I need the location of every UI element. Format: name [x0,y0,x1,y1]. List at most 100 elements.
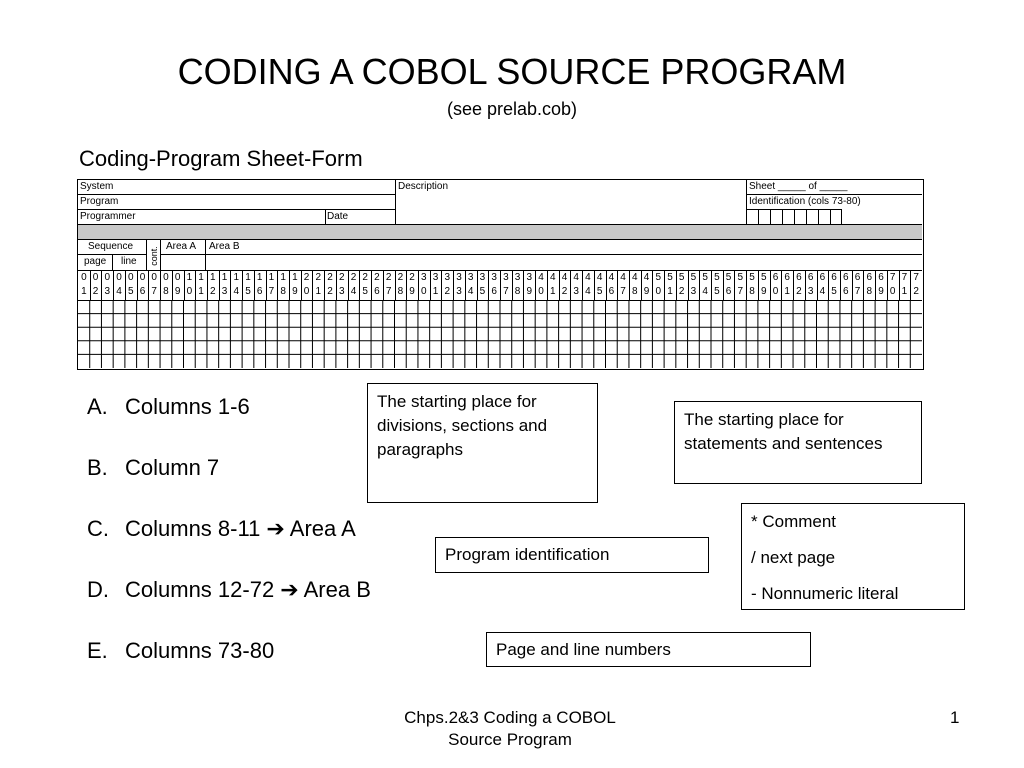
column-number: 1 0 [184,271,196,299]
column-number-label: 4 1 [549,272,556,297]
area-b-callout: The starting place for statements and se… [674,401,922,484]
column-divider [558,271,560,300]
column-number-label: 3 0 [421,272,427,297]
column-number: 1 4 [230,271,242,299]
column-number: 3 2 [441,271,453,299]
column-number-label: 5 7 [737,272,744,297]
column-divider [593,271,595,300]
list-item: A.Columns 1-6 [87,394,250,419]
column-divider [429,271,431,300]
column-divider [628,271,630,300]
column-number-label: 4 9 [643,272,650,297]
column-divider [500,271,501,300]
column-number-label: 2 9 [409,272,415,297]
column-number-label: 0 6 [139,272,146,297]
column-divider [324,271,326,300]
comment-indicator: * Comment [751,512,837,531]
column-number: 5 6 [723,271,735,299]
column-number: 5 2 [676,271,688,299]
column-number-label: 3 8 [514,272,521,297]
column-number-label: 6 4 [819,272,826,297]
line-label: line [121,256,137,267]
column-number: 4 4 [582,271,594,299]
column-divider [535,271,537,300]
column-divider [816,271,818,300]
column-number-label: 1 8 [280,272,286,297]
column-number-label: 4 6 [608,272,615,297]
column-number-label: 2 6 [374,272,380,297]
column-number-label: 3 2 [444,272,451,297]
column-number-label: 2 3 [338,272,345,297]
column-divider [804,271,806,300]
column-number-label: 3 5 [479,272,486,297]
column-number-label: 5 2 [678,272,685,297]
column-divider [218,271,220,300]
page-line-divider [112,254,113,270]
column-number: 0 7 [148,271,160,299]
coding-lines-grid [78,300,922,368]
area-b-label: Area B [209,241,240,252]
column-divider [382,271,384,300]
page-line-callout: Page and line numbers [486,632,811,667]
column-number: 3 4 [465,271,477,299]
column-divider [89,271,91,300]
column-number: 3 0 [418,271,430,299]
column-divider [335,271,337,300]
column-number: 6 3 [805,271,817,299]
column-divider [863,271,865,300]
column-divider [910,271,912,300]
column-number: 1 2 [207,271,219,299]
column-number: 0 9 [172,271,184,299]
column-number: 5 4 [699,271,711,299]
column-number-label: 5 8 [749,272,755,297]
page-title: CODING A COBOL SOURCE PROGRAM [177,51,847,92]
column-divider [253,271,255,300]
column-divider [875,271,877,300]
column-divider [851,271,853,300]
column-number: 0 5 [125,271,137,299]
column-divider [898,271,900,300]
column-number: 2 6 [371,271,383,299]
column-number-label: 6 3 [807,272,814,297]
column-number-label: 0 8 [163,272,169,297]
column-number-label: 7 1 [901,272,908,297]
column-number-label: 3 6 [491,272,497,297]
column-divider [148,271,150,300]
column-number-label: 3 1 [432,272,439,297]
column-divider [183,271,185,300]
column-divider [757,271,759,300]
column-number-label: 0 4 [116,272,122,297]
column-divider [394,271,396,300]
column-number: 3 8 [512,271,524,299]
area-mid-line [160,254,922,255]
system-label: System [80,181,114,192]
column-number: 0 1 [78,271,90,299]
column-number: 5 8 [746,271,758,299]
column-number-label: 1 0 [186,272,193,297]
column-number: 6 1 [781,271,793,299]
column-number: 7 2 [910,271,922,299]
column-number: 0 3 [101,271,113,299]
row-line-2 [78,209,395,210]
column-divider [417,271,419,300]
column-number-label: 3 3 [456,272,462,297]
column-divider [828,271,830,300]
column-number: 3 6 [488,271,500,299]
column-number: 2 7 [383,271,395,299]
column-number: 5 7 [734,271,746,299]
area-a-divider [205,239,206,270]
column-divider [289,271,290,300]
column-divider [371,271,373,300]
ident-cell-line [758,209,759,224]
column-number-label: 5 3 [690,272,697,297]
column-number: 4 8 [629,271,641,299]
column-number-label: 6 0 [772,272,779,297]
column-number-label: 0 7 [151,272,157,297]
column-number-label: 7 2 [913,272,919,297]
ident-cell-line [770,209,771,224]
column-number-label: 4 5 [596,272,603,297]
column-number-label: 0 9 [174,272,181,297]
column-divider [195,271,197,300]
date-label: Date [327,211,349,222]
footer-caption: Chps.2&3 Coding a COBOL Source Program [404,708,616,749]
